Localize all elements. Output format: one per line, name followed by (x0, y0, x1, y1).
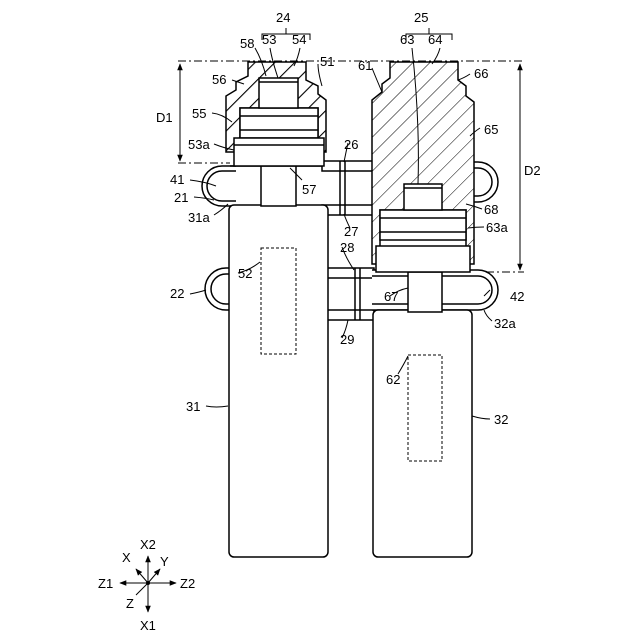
axis-x1: X1 (140, 618, 156, 633)
left-neck-57 (261, 166, 296, 206)
label-24: 24 (276, 10, 290, 25)
axis-x: X (122, 550, 131, 565)
axis-x2: X2 (140, 537, 156, 552)
right-neck-67 (408, 272, 442, 312)
label-57: 57 (302, 182, 316, 197)
axis-z1: Z1 (98, 576, 113, 591)
label-66: 66 (474, 66, 488, 81)
axis-z: Z (126, 596, 134, 611)
label-63: 63 (400, 32, 414, 47)
label-53: 53 (262, 32, 276, 47)
label-58: 58 (240, 36, 254, 51)
label-32a: 32a (494, 316, 516, 331)
label-32: 32 (494, 412, 508, 427)
label-22: 22 (170, 286, 184, 301)
label-67: 67 (384, 289, 398, 304)
label-d1: D1 (156, 110, 173, 125)
label-62: 62 (386, 372, 400, 387)
right-cap-25 (372, 62, 474, 272)
left-body-31 (229, 205, 328, 557)
label-51: 51 (320, 54, 334, 69)
label-31a: 31a (188, 210, 210, 225)
reference-labels: 24 25 58 53 54 63 64 56 51 61 66 55 65 D… (156, 10, 541, 427)
right-upper-loop (472, 162, 498, 202)
label-28: 28 (340, 240, 354, 255)
label-56: 56 (212, 72, 226, 87)
label-d2: D2 (524, 163, 541, 178)
label-53a: 53a (188, 137, 210, 152)
label-64: 64 (428, 32, 442, 47)
label-68: 68 (484, 202, 498, 217)
axis-origin (146, 581, 150, 585)
left-cap-24 (226, 62, 326, 166)
label-63a: 63a (486, 220, 508, 235)
axis-indicator: X2 X Y Z1 Z2 Z X1 (98, 537, 195, 633)
label-21: 21 (174, 190, 188, 205)
label-31: 31 (186, 399, 200, 414)
label-29: 29 (340, 332, 354, 347)
label-52: 52 (238, 266, 252, 281)
right-body-32 (373, 310, 472, 557)
label-25: 25 (414, 10, 428, 25)
label-42: 42 (510, 289, 524, 304)
label-55: 55 (192, 106, 206, 121)
label-26: 26 (344, 137, 358, 152)
label-65: 65 (484, 122, 498, 137)
axis-z2: Z2 (180, 576, 195, 591)
label-54: 54 (292, 32, 306, 47)
axis-y: Y (160, 554, 169, 569)
label-27: 27 (344, 224, 358, 239)
label-61: 61 (358, 58, 372, 73)
label-41: 41 (170, 172, 184, 187)
